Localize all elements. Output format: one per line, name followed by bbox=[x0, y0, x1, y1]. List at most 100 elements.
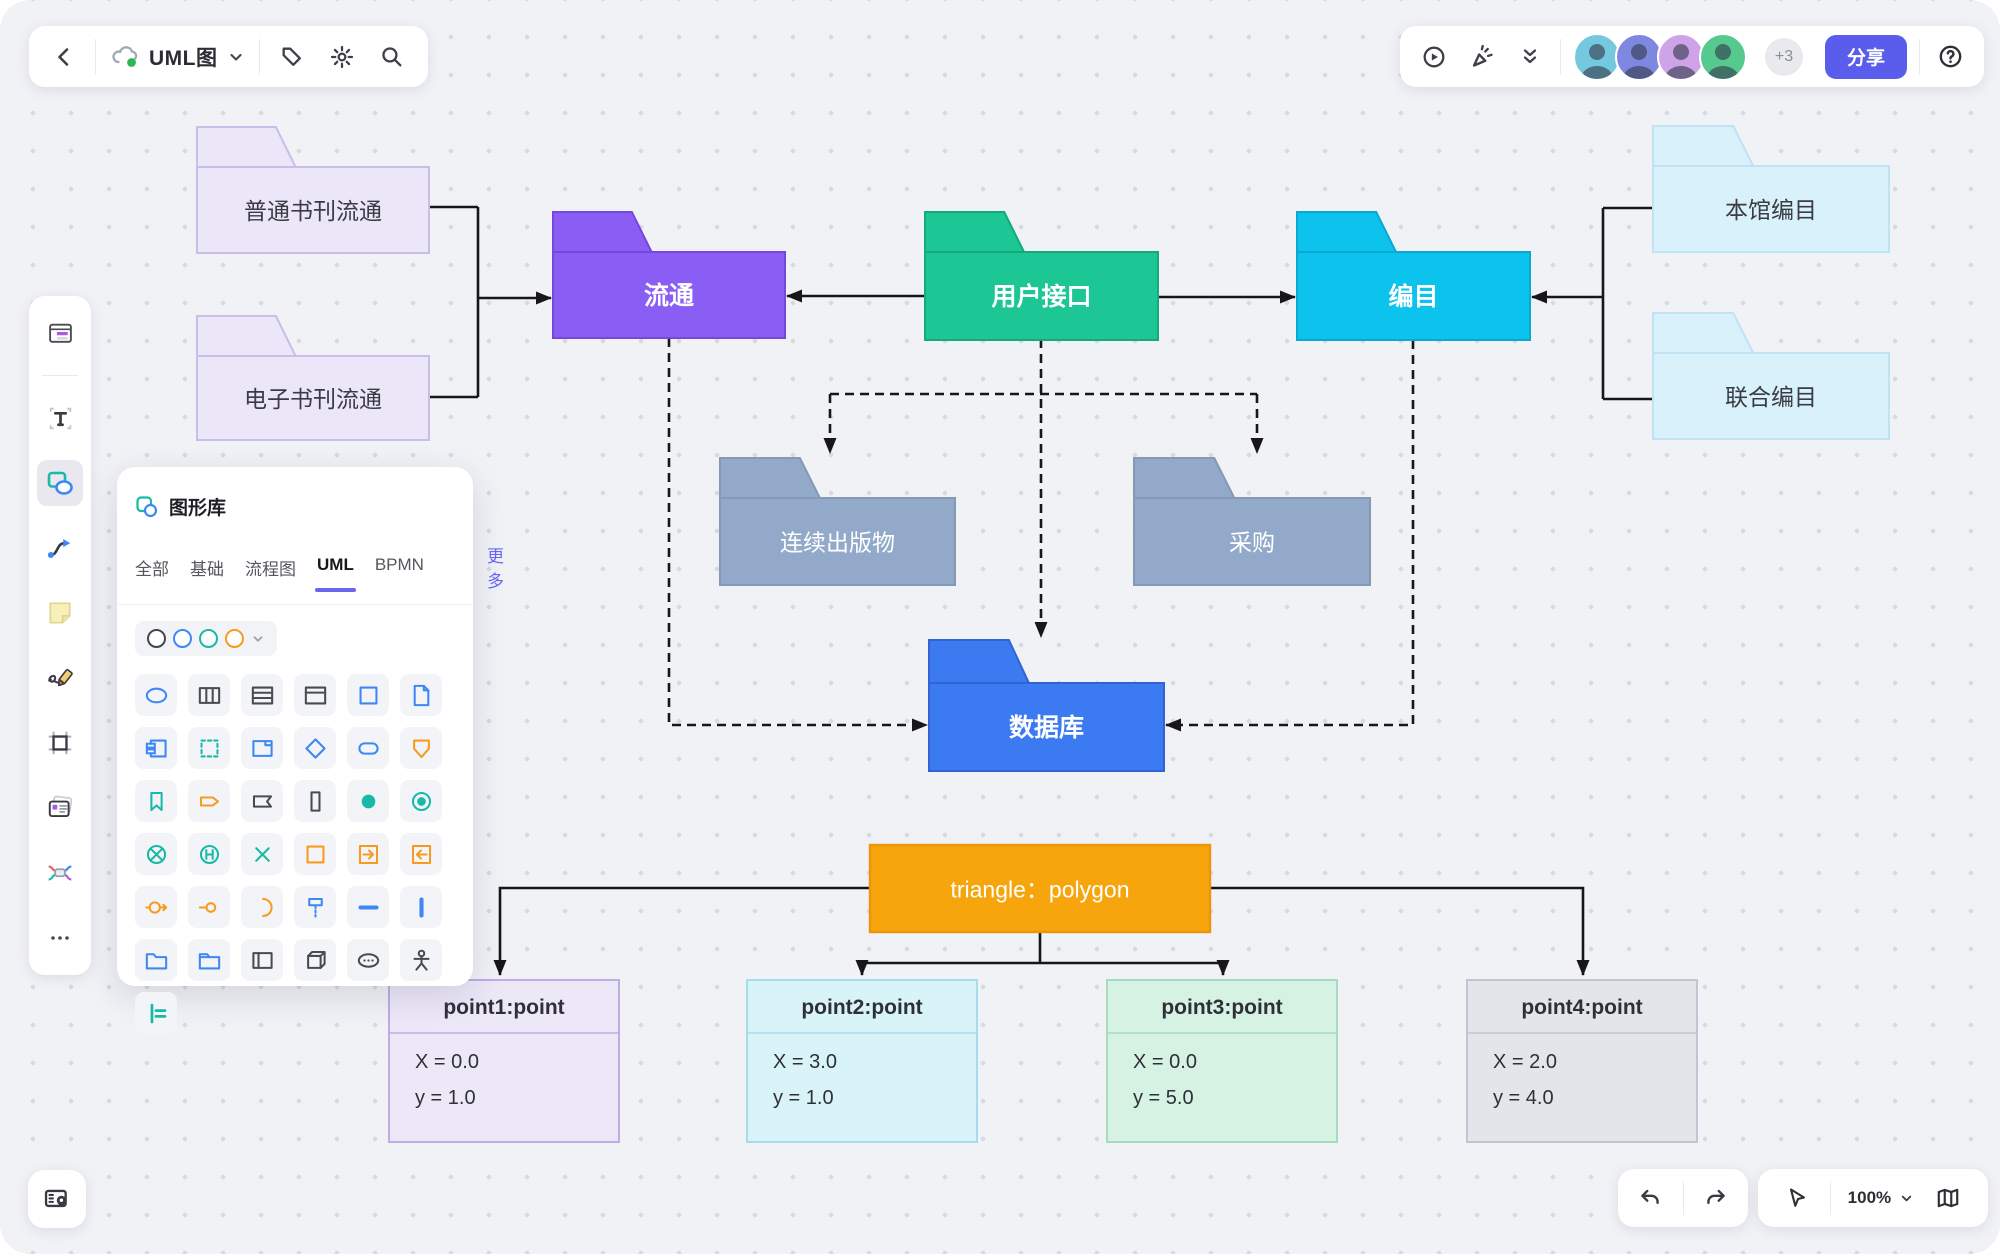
undo-button[interactable] bbox=[1633, 1181, 1667, 1215]
avatar[interactable] bbox=[1573, 32, 1621, 81]
uml-package-circulation[interactable]: 流通 bbox=[552, 211, 786, 339]
tool-shapes[interactable] bbox=[37, 460, 83, 506]
tool-frame[interactable] bbox=[37, 720, 83, 766]
shape-v-rect-icon[interactable] bbox=[294, 780, 336, 822]
uml-object-triangle-polygon[interactable]: triangle：polygon bbox=[868, 843, 1212, 934]
tool-pen[interactable] bbox=[37, 655, 83, 701]
shape-dashed-square-icon[interactable] bbox=[188, 727, 230, 769]
avatar[interactable] bbox=[1657, 32, 1705, 81]
shape-square-arrow-right-icon[interactable] bbox=[347, 833, 389, 875]
shape-tab-BPMN[interactable]: BPMN bbox=[374, 554, 424, 574]
shape-fork-icon[interactable] bbox=[135, 992, 177, 1034]
minimap-button[interactable] bbox=[1931, 1181, 1965, 1215]
shape-cube-icon[interactable] bbox=[294, 939, 336, 981]
style-swatch[interactable] bbox=[147, 629, 166, 648]
tool-templates[interactable] bbox=[37, 310, 83, 356]
uml-package-local-cataloging[interactable]: 本馆编目 bbox=[1652, 125, 1890, 253]
shape-circle-h-icon[interactable] bbox=[188, 833, 230, 875]
shape-corner-rect-icon[interactable] bbox=[241, 727, 283, 769]
shape-circle-arrow-icon[interactable] bbox=[135, 886, 177, 928]
shape-ring-dot-icon[interactable] bbox=[400, 780, 442, 822]
shape-shield-icon[interactable] bbox=[400, 727, 442, 769]
more-shapes-link[interactable]: 更多 bbox=[486, 547, 504, 591]
shape-ellipse-icon[interactable] bbox=[135, 674, 177, 716]
shape-banner-icon[interactable] bbox=[241, 780, 283, 822]
shape-dot-icon[interactable] bbox=[347, 780, 389, 822]
shape-folder-icon[interactable] bbox=[135, 939, 177, 981]
shape-square-arrow-left-icon[interactable] bbox=[400, 833, 442, 875]
shape-tab-流程图[interactable]: 流程图 bbox=[245, 559, 296, 579]
dependency-connector[interactable] bbox=[1165, 340, 1415, 732]
shape-bookmark-icon[interactable] bbox=[135, 780, 177, 822]
uml-package-user-interface[interactable]: 用户接口 bbox=[924, 211, 1159, 341]
connector[interactable] bbox=[1210, 886, 1590, 976]
dependency-connector[interactable] bbox=[667, 338, 928, 732]
help-button[interactable] bbox=[1932, 39, 1968, 75]
shape-tag-shape-icon[interactable] bbox=[188, 780, 230, 822]
shape-cols-rect-icon[interactable] bbox=[188, 674, 230, 716]
collapse-toolbar-button[interactable] bbox=[1512, 39, 1548, 75]
connector[interactable] bbox=[493, 886, 870, 976]
uml-package-cataloging[interactable]: 编目 bbox=[1296, 211, 1531, 341]
zoom-level-menu[interactable]: 100% bbox=[1848, 1188, 1914, 1208]
tool-more[interactable] bbox=[37, 915, 83, 961]
canvas-nav-button[interactable] bbox=[28, 1170, 86, 1228]
shape-component-icon[interactable] bbox=[135, 727, 177, 769]
present-button[interactable] bbox=[1416, 39, 1452, 75]
shape-square-icon[interactable] bbox=[347, 674, 389, 716]
shape-cross-icon[interactable] bbox=[241, 833, 283, 875]
tool-cards[interactable] bbox=[37, 785, 83, 831]
back-button[interactable] bbox=[47, 40, 81, 74]
shape-lifeline-icon[interactable] bbox=[294, 886, 336, 928]
style-swatch[interactable] bbox=[225, 629, 244, 648]
settings-button[interactable] bbox=[324, 39, 360, 75]
style-swatch[interactable] bbox=[199, 629, 218, 648]
shape-header-rect-icon[interactable] bbox=[294, 674, 336, 716]
shape-circle-x-icon[interactable] bbox=[135, 833, 177, 875]
uml-package-acquisition[interactable]: 采购 bbox=[1133, 457, 1371, 586]
uml-package-circulation-ordinary[interactable]: 普通书刊流通 bbox=[196, 126, 430, 254]
laser-pointer-button[interactable] bbox=[1464, 39, 1500, 75]
tool-sticky-note[interactable] bbox=[37, 590, 83, 636]
collaborator-avatars[interactable] bbox=[1573, 32, 1747, 81]
tool-connector[interactable] bbox=[37, 525, 83, 571]
shape-tab-基础[interactable]: 基础 bbox=[190, 559, 224, 579]
shape-tab-全部[interactable]: 全部 bbox=[135, 559, 169, 579]
shape-square-o-icon[interactable] bbox=[294, 833, 336, 875]
uml-package-circulation-electronic[interactable]: 电子书刊流通 bbox=[196, 315, 430, 441]
shape-arc-icon[interactable] bbox=[241, 886, 283, 928]
avatar[interactable] bbox=[1699, 32, 1747, 81]
avatar[interactable] bbox=[1615, 32, 1663, 81]
shape-folder-tab-icon[interactable] bbox=[188, 939, 230, 981]
avatar-overflow-badge[interactable]: +3 bbox=[1765, 37, 1803, 76]
tool-mindmap[interactable] bbox=[37, 850, 83, 896]
shape-rows-rect-icon[interactable] bbox=[241, 674, 283, 716]
tag-button[interactable] bbox=[274, 39, 310, 75]
shape-stadium-icon[interactable] bbox=[347, 727, 389, 769]
shape-actor-icon[interactable] bbox=[400, 939, 442, 981]
uml-package-union-cataloging[interactable]: 联合编目 bbox=[1652, 312, 1890, 440]
shape-style-picker[interactable] bbox=[135, 621, 277, 656]
document-title-menu[interactable]: UML图 bbox=[110, 42, 245, 72]
uml-package-serials[interactable]: 连续出版物 bbox=[719, 457, 956, 586]
tool-text[interactable] bbox=[37, 395, 83, 441]
shape-page-icon[interactable] bbox=[400, 674, 442, 716]
select-cursor-button[interactable] bbox=[1781, 1182, 1813, 1214]
style-swatch[interactable] bbox=[173, 629, 192, 648]
shape-tab-UML[interactable]: UML bbox=[315, 555, 356, 592]
shape-sidebar-rect-icon[interactable] bbox=[241, 939, 283, 981]
shape-h-bar-icon[interactable] bbox=[347, 886, 389, 928]
uml-package-database[interactable]: 数据库 bbox=[928, 639, 1165, 772]
shape-v-bar-icon[interactable] bbox=[400, 886, 442, 928]
search-button[interactable] bbox=[374, 39, 410, 75]
shape-port-icon[interactable] bbox=[188, 886, 230, 928]
share-button[interactable]: 分享 bbox=[1825, 34, 1907, 79]
shape-ellipse-dots-icon[interactable] bbox=[347, 939, 389, 981]
redo-button[interactable] bbox=[1699, 1181, 1733, 1215]
